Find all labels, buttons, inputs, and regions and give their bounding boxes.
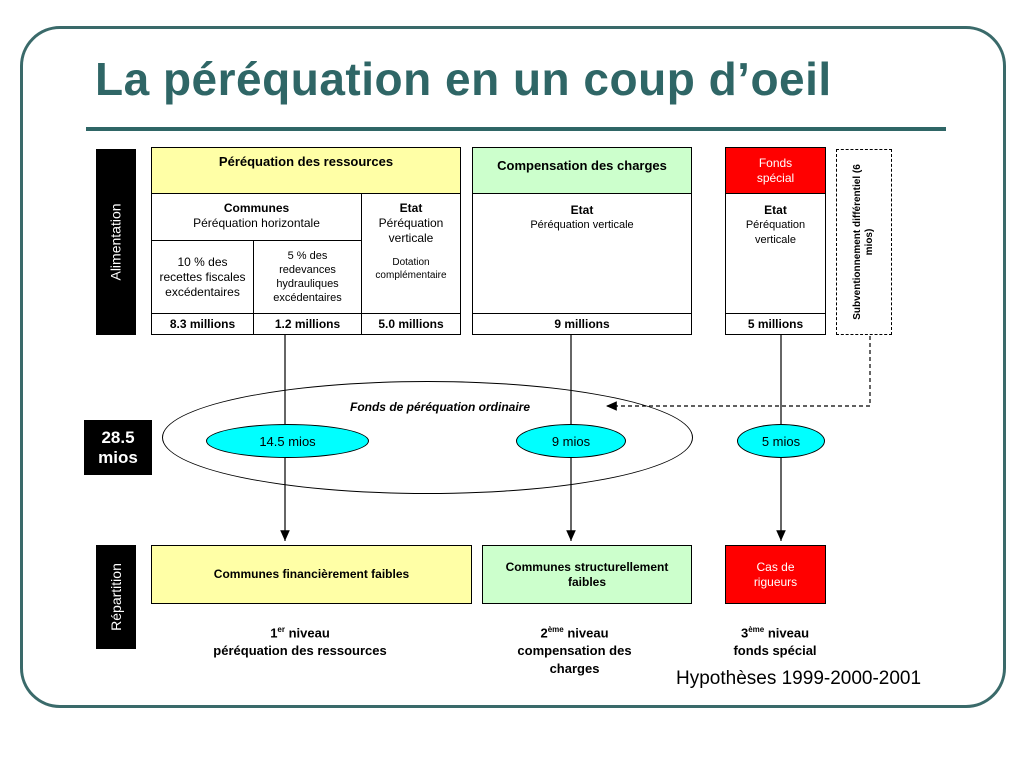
slide-title: La péréquation en un coup d’oeil xyxy=(95,53,832,105)
oval-14-5-mios: 14.5 mios xyxy=(206,424,369,458)
etat-fonds-cell: Etat Péréquation verticale xyxy=(725,193,826,314)
value-9-millions: 9 millions xyxy=(472,313,692,335)
etat-ressources-cell: Etat Péréquation verticale Dotation comp… xyxy=(361,193,461,314)
subventionnement-box: Subventionnement différentiel (6 mios) xyxy=(836,149,892,335)
level-2-caption: 2ème niveau compensation des charges xyxy=(517,625,632,677)
communes-financierement-faibles-box: Communes financièrement faibles xyxy=(151,545,472,604)
value-1-2: 1.2 millions xyxy=(253,313,362,335)
repartition-label: Répartition xyxy=(96,545,136,649)
alimentation-label: Alimentation xyxy=(96,149,136,335)
charges-header: Compensation des charges xyxy=(472,147,692,194)
hypotheses-label: Hypothèses 1999-2000-2001 xyxy=(676,668,922,689)
redevances-cell: 5 % des redevances hydrauliques excédent… xyxy=(253,240,362,314)
total-badge: 28.5 mios xyxy=(84,420,152,475)
level-1-caption: 1er niveau péréquation des ressources xyxy=(213,625,387,659)
title-rule xyxy=(86,127,946,131)
etat-charges-cell: Etat Péréquation verticale xyxy=(472,193,692,314)
communes-structurellement-faibles-box: Communes structurellement faibles xyxy=(482,545,692,604)
recettes-fiscales-cell: 10 % des recettes fiscales excédentaires xyxy=(151,240,254,314)
fonds-header: Fonds spécial xyxy=(725,147,826,194)
value-5-0: 5.0 millions xyxy=(361,313,461,335)
oval-5-mios: 5 mios xyxy=(737,424,825,458)
dashed-arrow-subv xyxy=(606,336,871,411)
communes-cell: Communes Péréquation horizontale xyxy=(151,193,362,241)
fonds-ordinaire-label: Fonds de péréquation ordinaire xyxy=(349,400,531,414)
level-3-caption: 3ème niveau fonds spécial xyxy=(733,625,817,659)
fonds-ordinaire-ellipse xyxy=(162,381,693,494)
oval-9-mios: 9 mios xyxy=(516,424,626,458)
value-5-millions: 5 millions xyxy=(725,313,826,335)
slide-frame xyxy=(20,26,1006,708)
value-8-3: 8.3 millions xyxy=(151,313,254,335)
ressources-header: Péréquation des ressources xyxy=(151,147,461,194)
cas-de-rigueurs-box: Cas de rigueurs xyxy=(725,545,826,604)
